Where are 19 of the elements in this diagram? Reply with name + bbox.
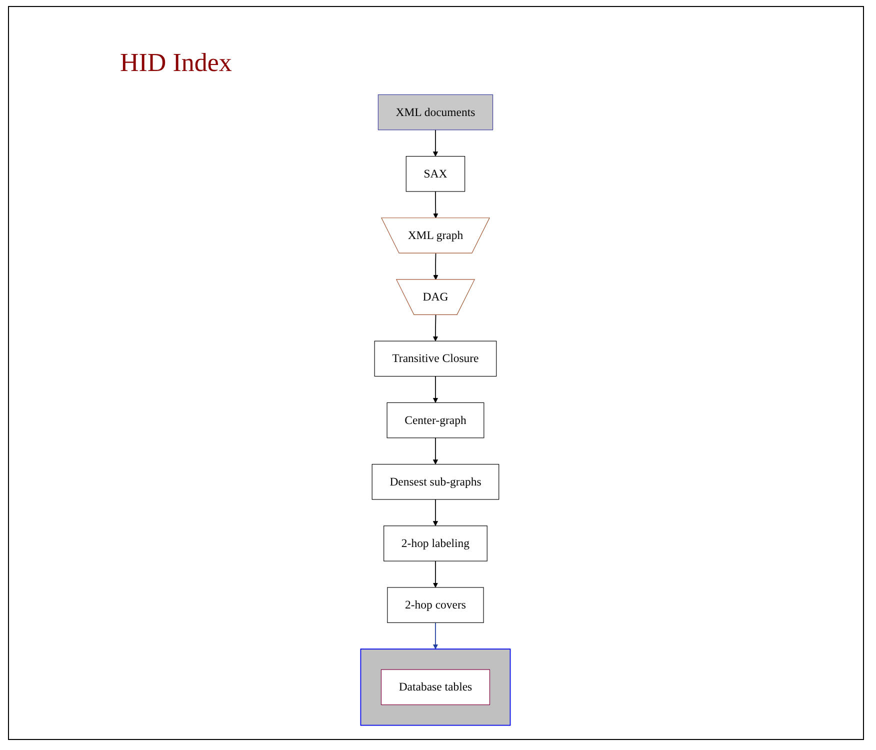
node-box: 2-hop labeling bbox=[383, 526, 487, 562]
node-box: XML documents bbox=[377, 94, 493, 130]
arrow bbox=[432, 499, 438, 526]
node-box: Center-graph bbox=[386, 402, 484, 438]
cluster bbox=[360, 648, 510, 726]
node-box: Densest sub-graphs bbox=[371, 464, 499, 500]
arrow bbox=[432, 191, 438, 218]
arrow bbox=[432, 314, 438, 342]
node-box: Database tables bbox=[380, 669, 490, 706]
node-box: Transitive Closure bbox=[374, 340, 496, 377]
arrow bbox=[432, 622, 438, 650]
arrow bbox=[432, 437, 438, 464]
diagram-title: HID Index bbox=[120, 48, 232, 78]
arrow bbox=[432, 129, 438, 157]
arrow bbox=[432, 560, 438, 588]
arrow bbox=[432, 376, 438, 403]
node-box: 2-hop covers bbox=[386, 587, 484, 623]
node-box: SAX bbox=[405, 156, 465, 192]
arrow bbox=[432, 252, 438, 280]
